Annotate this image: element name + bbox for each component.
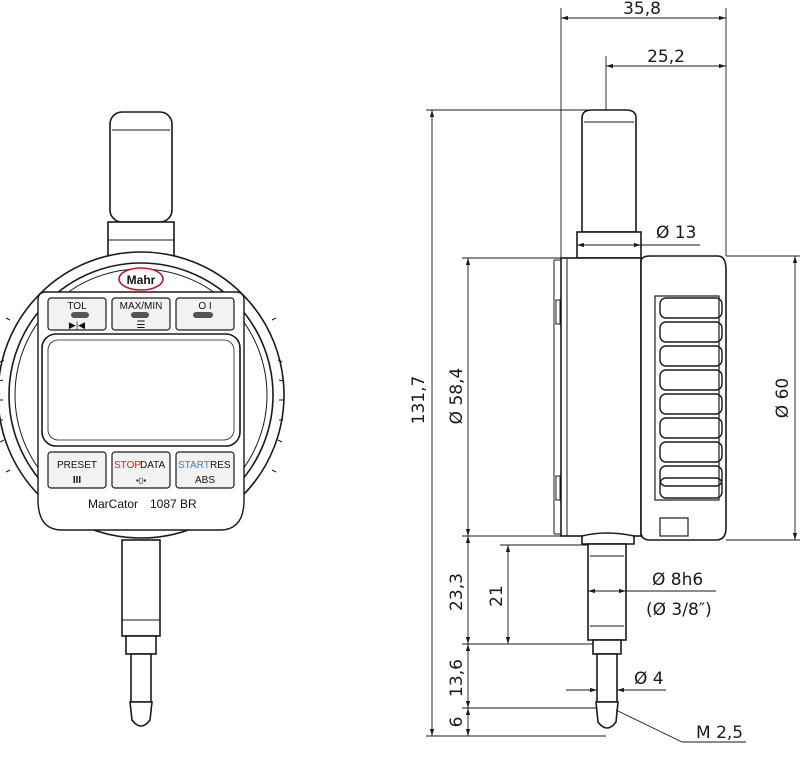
button-on-off-label: O I — [198, 301, 211, 312]
dim-stem-cap-dia: Ø 13 — [656, 223, 696, 243]
spindle-side — [596, 653, 618, 703]
knurled-ring — [0, 317, 284, 473]
dim-depth-to-stem: 25,2 — [647, 47, 685, 67]
logo-oval — [118, 267, 164, 291]
button-preset-symbol: III — [73, 475, 82, 486]
button-stop-data[interactable] — [111, 451, 171, 489]
button-start-res[interactable] — [175, 451, 235, 489]
button-tol-symbol: ▶|◀ — [69, 320, 85, 330]
button-data-symbol: ▪▯▪ — [136, 476, 146, 485]
dim-spindle-length: 13,6 — [447, 659, 467, 697]
stem-cap-side — [581, 109, 637, 233]
model-name: MarCator — [88, 497, 138, 511]
dim-body-dia-rear: Ø 58,4 — [447, 368, 467, 425]
dim-thread: M 2,5 — [696, 723, 743, 743]
front-view — [0, 111, 285, 727]
lcd-display — [41, 333, 241, 447]
button-res-label: RES — [210, 460, 231, 471]
button-stop-label: STOP — [114, 460, 141, 471]
stem-front — [121, 539, 161, 637]
dim-tip-length: 6 — [447, 717, 467, 728]
side-view — [553, 109, 727, 729]
button-preset-label: PRESET — [57, 460, 97, 471]
button-abs-label: ABS — [195, 475, 215, 486]
probe-tip-front — [129, 701, 153, 727]
dim-stem-length: 21 — [487, 585, 507, 607]
probe-tip-side — [595, 701, 619, 729]
dim-stem-length-total: 23,3 — [447, 573, 467, 611]
button-ribs-side — [659, 297, 723, 499]
button-tol-label: TOL — [67, 301, 87, 312]
body-rear-side — [560, 257, 642, 537]
button-preset[interactable] — [47, 451, 107, 489]
spindle-front — [130, 653, 152, 703]
dim-overall-depth: 35,8 — [623, 0, 661, 19]
dim-total-height: 131,7 — [409, 376, 429, 425]
button-start-label: START — [178, 460, 210, 471]
model-number: 1087 BR — [150, 497, 197, 511]
dim-stem-dia: Ø 8h6 — [652, 570, 703, 590]
stem-cap-front — [109, 111, 173, 223]
dim-spindle-dia: Ø 4 — [634, 669, 664, 689]
button-max-min-symbol: ☰ — [137, 320, 146, 331]
button-data-label: DATA — [140, 460, 166, 471]
button-max-min-label: MAX/MIN — [120, 301, 163, 312]
dim-body-dia-front: Ø 60 — [773, 378, 793, 418]
dim-stem-dia-imperial: (Ø 3/8″) — [646, 600, 712, 620]
brand-logo: Mahr — [127, 273, 156, 287]
dimension-lines — [426, 8, 800, 743]
bezel-side — [640, 255, 727, 541]
